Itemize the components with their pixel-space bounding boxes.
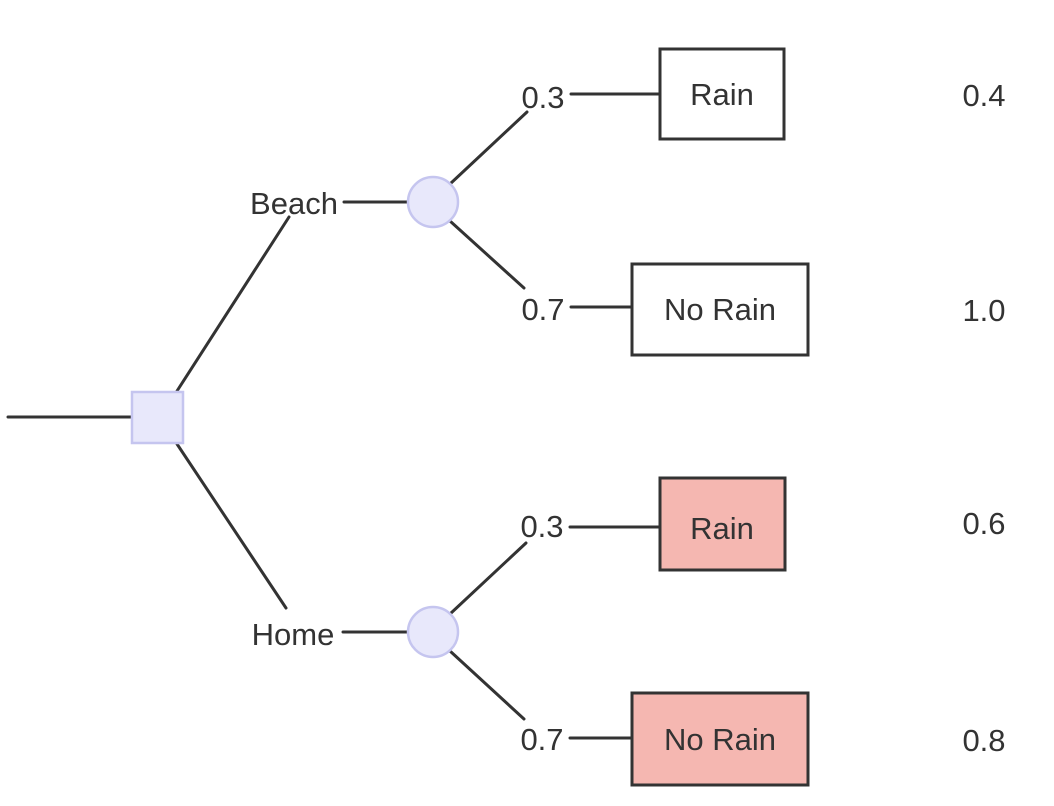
edge-root-to-beach xyxy=(175,215,291,393)
edge-root-to-home xyxy=(175,442,288,610)
leaf-box-home-norain xyxy=(630,691,810,787)
tree-edges xyxy=(6,92,661,740)
chance-node-beach xyxy=(406,175,460,229)
decision-node-square xyxy=(130,390,185,445)
edge-chance2-to-p03 xyxy=(448,541,528,616)
leaf-label-beach-rain: Rain xyxy=(690,77,754,112)
probability-label-home-norain: 0.7 xyxy=(520,722,563,757)
probability-label-home-rain: 0.3 xyxy=(520,509,563,544)
leaf-box-home-rain xyxy=(658,476,787,572)
leaf-label-home-rain: Rain xyxy=(690,511,754,546)
leaf-box-beach-norain xyxy=(630,262,810,357)
edge-chance1-to-p07 xyxy=(448,219,526,290)
value-label-home-norain: 0.8 xyxy=(962,723,1005,758)
leaf-label-home-norain: No Rain xyxy=(664,722,776,757)
value-label-home-rain: 0.6 xyxy=(962,506,1005,541)
probability-label-beach-rain: 0.3 xyxy=(521,80,564,115)
leaf-label-beach-norain: No Rain xyxy=(664,292,776,327)
edge-chance1-to-p03 xyxy=(448,110,529,186)
value-label-beach-rain: 0.4 xyxy=(962,78,1005,113)
value-label-beach-norain: 1.0 xyxy=(962,293,1005,328)
branch-label-beach: Beach xyxy=(250,186,338,221)
leaf-box-beach-rain xyxy=(658,47,786,141)
probability-label-beach-norain: 0.7 xyxy=(521,292,564,327)
branch-label-home: Home xyxy=(252,617,335,652)
edge-chance2-to-p07 xyxy=(448,649,526,721)
chance-node-home xyxy=(406,605,460,659)
